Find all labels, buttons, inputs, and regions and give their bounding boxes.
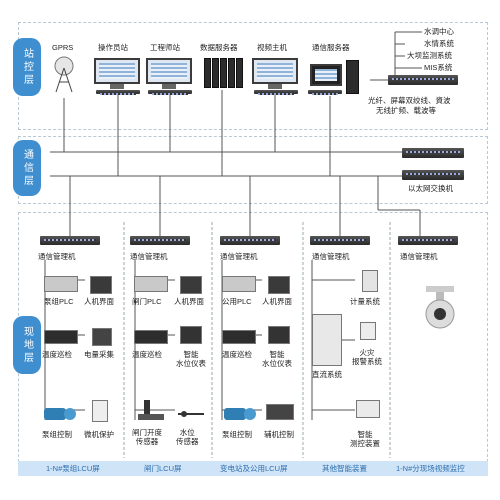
video-host-label: 视频主机 [257,43,287,52]
col1-temp-icon [44,330,78,344]
video-host-keyboard [254,90,298,95]
comm-server-keyboard [308,90,342,95]
metering-icon [362,270,378,292]
gate-sensor-icon [138,400,164,420]
col2-hmi-label: 人机界面 [174,297,204,306]
engineer-station-label: 工程师站 [150,43,180,52]
col1-hmi-icon [90,276,112,294]
gate-plc-icon [134,276,168,292]
col2-temp-icon [134,330,168,344]
level-sensor-label: 水位 传感器 [176,428,199,446]
col2-comm-manager-device [130,236,190,245]
ethernet-switch-1 [402,148,464,158]
col1-comm-manager-device [40,236,100,245]
col1-comm-manager-label: 通信管理机 [38,252,76,261]
fire-alarm-label: 火灾 报警系统 [352,348,382,366]
smart-device-icon [356,400,380,418]
video-host-stand [268,84,282,89]
col3-comm-manager-label: 通信管理机 [220,252,258,261]
common-plc-label: 公用PLC [222,297,252,306]
system-hydro-center: 水调中心 [424,27,454,36]
engineer-keyboard [148,90,192,95]
pump-plc-label: 泵组PLC [44,297,74,306]
data-server-icon-4 [228,58,235,88]
bottom-bar [18,461,488,476]
operator-monitor-icon [94,58,140,84]
system-mis: MIS系统 [424,63,453,72]
col5-comm-manager-device [398,236,458,245]
engineer-monitor-icon [146,58,192,84]
col3-comm-manager-device [220,236,280,245]
col3-level-meter-label: 智能 水位仪表 [262,350,292,368]
power-meter-icon [92,328,112,346]
power-collect-label: 电量采集 [84,350,114,359]
col2-level-meter-icon [180,326,202,344]
col3-temp-icon [222,330,256,344]
gate-plc-label: 闸门PLC [132,297,162,306]
pump-icon [44,408,76,420]
micro-protect-label: 微机保护 [84,430,114,439]
aux-control-icon [266,404,294,420]
operator-keyboard [96,90,140,95]
bottom-label-pump-lcu: 1-N#泵组LCU屏 [46,464,100,473]
col5-comm-manager-label: 通信管理机 [400,252,438,261]
common-plc-icon [222,276,256,292]
data-server-label: 数据服务器 [200,43,238,52]
col2-temp-label: 温度巡检 [132,350,162,359]
data-server-icon-1 [204,58,211,88]
comm-layer-tab: 通信层 [13,140,41,196]
micro-protect-icon [92,400,108,422]
col4-comm-manager-label: 通信管理机 [312,252,350,261]
comm-server-label: 通信服务器 [312,43,350,52]
bottom-label-gate-lcu: 闸门LCU屏 [144,464,182,473]
col2-hmi-icon [180,276,202,294]
link-note-2: 无线扩频、载波等 [376,106,436,115]
metering-label: 计量系统 [350,297,380,306]
system-dam-monitor: 大坝监测系统 [407,51,452,60]
operator-stand [110,84,124,89]
field-layer-tab: 现地层 [13,316,41,374]
fire-alarm-icon [360,322,376,340]
gprs-label: GPRS [52,43,74,52]
link-note-1: 光纤、屏幕双绞线、資波 [368,96,451,105]
data-server-icon-3 [220,58,227,88]
pump-plc-icon [44,276,78,292]
col3-temp-label: 温度巡检 [222,350,252,359]
smart-device-label: 智能 测控装置 [350,430,380,448]
bottom-label-substation-lcu: 变电站及公用LCU屏 [220,464,288,473]
col3-level-meter-icon [268,326,290,344]
dome-camera-icon [425,286,455,329]
col3-pump-icon [224,408,256,420]
system-water-regime: 水情系统 [424,39,454,48]
comm-server-tower-icon [346,60,359,94]
station-layer-tab: 站控层 [13,38,41,96]
ethernet-switch-2 [402,170,464,180]
pump-control-label: 泵组控制 [42,430,72,439]
data-server-icon-5 [236,58,243,88]
gprs-antenna-icon [54,56,74,93]
col1-temp-label: 温度巡检 [42,350,72,359]
col2-level-meter-label: 智能 水位仪表 [176,350,206,368]
col4-comm-manager-device [310,236,370,245]
dc-system-label: 直流系统 [312,370,342,379]
ethernet-switch-label: 以太网交换机 [408,184,453,193]
gate-sensor-label: 闸门开度 传感器 [132,428,162,446]
dc-cabinet-icon [312,314,342,366]
level-sensor-icon [178,411,204,417]
video-host-monitor-icon [252,58,298,84]
aux-control-label: 辅机控制 [264,430,294,439]
col1-hmi-label: 人机界面 [84,297,114,306]
operator-station-label: 操作员站 [98,43,128,52]
col3-hmi-label: 人机界面 [262,297,292,306]
engineer-stand [162,84,176,89]
top-router-device [388,75,458,85]
comm-server-monitor-icon [310,64,342,86]
col3-pump-control-label: 泵组控制 [222,430,252,439]
bottom-label-other-devices: 其他智能装置 [322,464,367,473]
col2-comm-manager-label: 通信管理机 [130,252,168,261]
bottom-label-video: 1-N#分现场视频监控 [396,464,465,473]
data-server-icon-2 [212,58,219,88]
col3-hmi-icon [268,276,290,294]
